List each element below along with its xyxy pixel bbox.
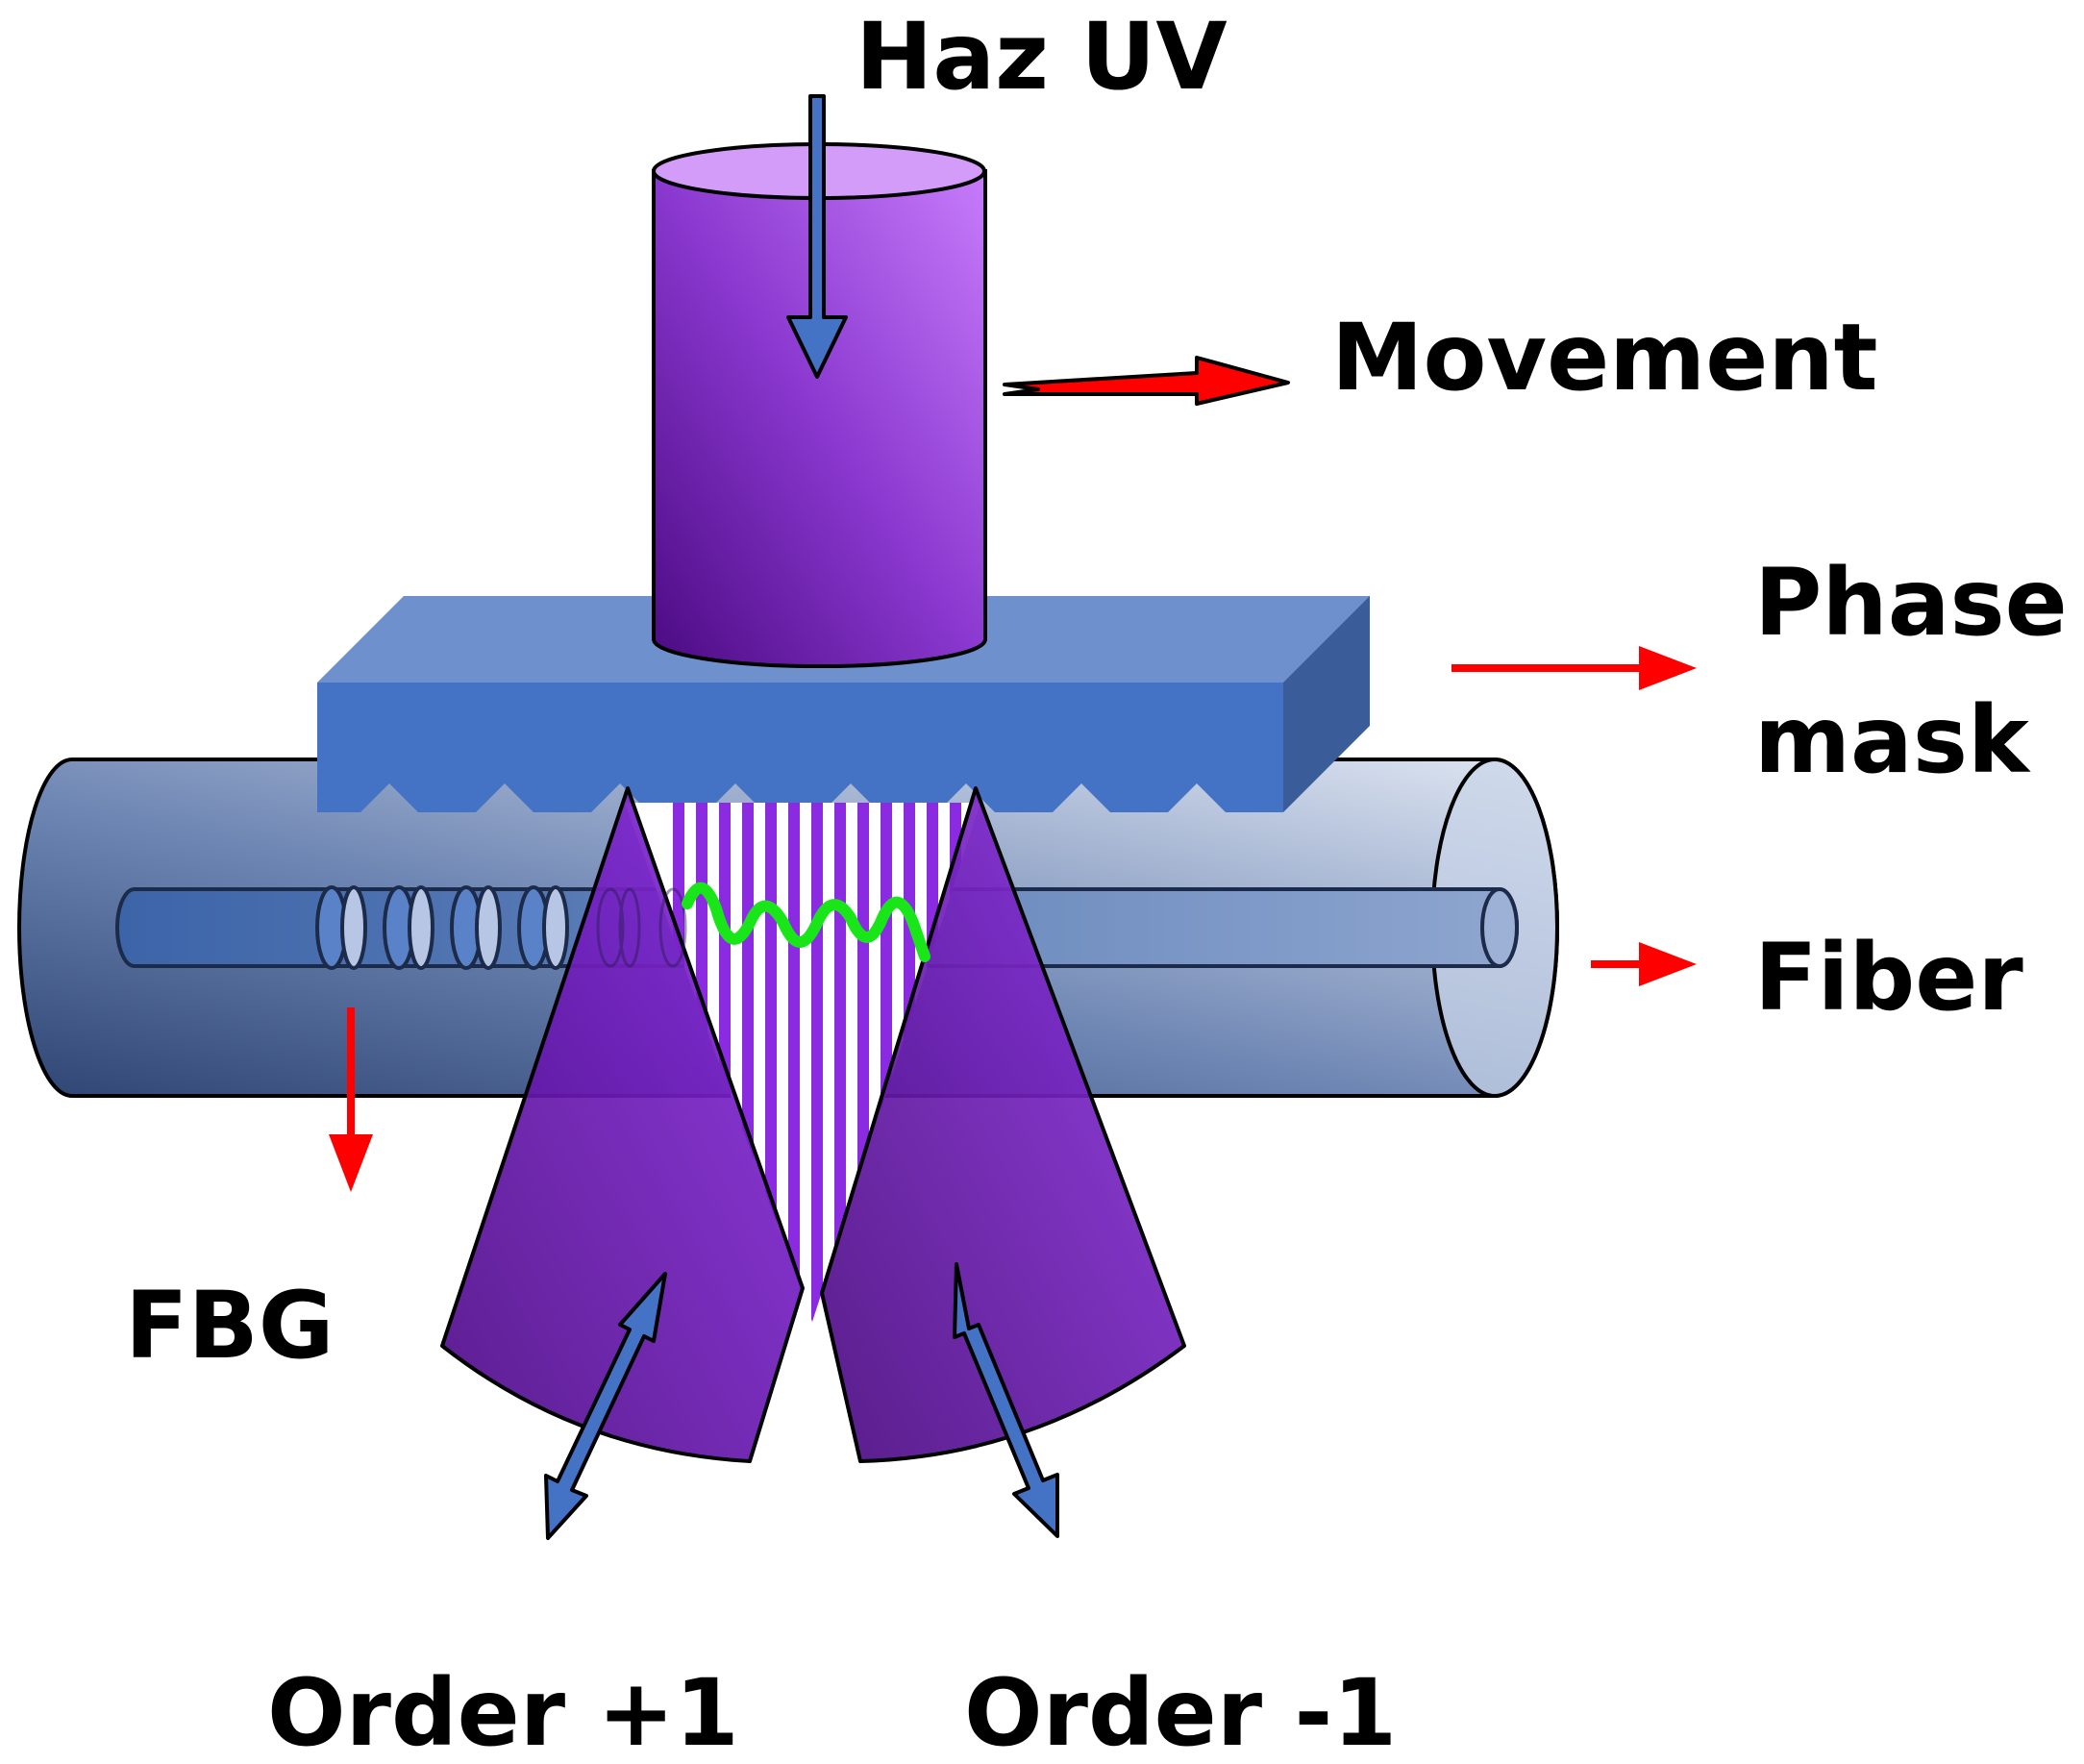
fiber-pointer-arrow-icon <box>1591 942 1697 986</box>
phase-mask-pointer-arrow-icon <box>1451 646 1697 690</box>
label-mask: mask <box>1754 686 2031 794</box>
label-order-plus-1: Order +1 <box>267 1659 739 1764</box>
uv-cylinder-body <box>652 169 987 669</box>
phase-mask-side-face <box>1283 596 1370 812</box>
uv-incident-arrow-icon <box>786 94 848 379</box>
wave-icon <box>682 882 930 962</box>
grating-ring <box>475 885 502 970</box>
label-phase: Phase <box>1754 549 2068 657</box>
movement-arrow-icon <box>1003 356 1290 406</box>
fiber-core-end <box>1480 887 1519 968</box>
grating-ring <box>340 885 367 970</box>
fbg-grating-rings <box>315 885 569 970</box>
label-movement: Movement <box>1331 304 1878 411</box>
fbg-pointer-arrow-icon <box>329 1007 373 1192</box>
label-fiber: Fiber <box>1754 924 2023 1031</box>
phase-mask-front-face <box>317 683 1283 812</box>
fbg-grating-rings-faded <box>596 887 687 968</box>
grating-ring <box>408 885 434 970</box>
label-haz-uv: Haz UV <box>856 3 1228 111</box>
label-order-minus-1: Order -1 <box>964 1659 1397 1764</box>
grating-ring <box>542 885 569 970</box>
order-plus-1-arrow-icon <box>544 1272 667 1540</box>
label-fbg: FBG <box>125 1272 335 1379</box>
order-minus-1-arrow-icon <box>953 1262 1059 1538</box>
